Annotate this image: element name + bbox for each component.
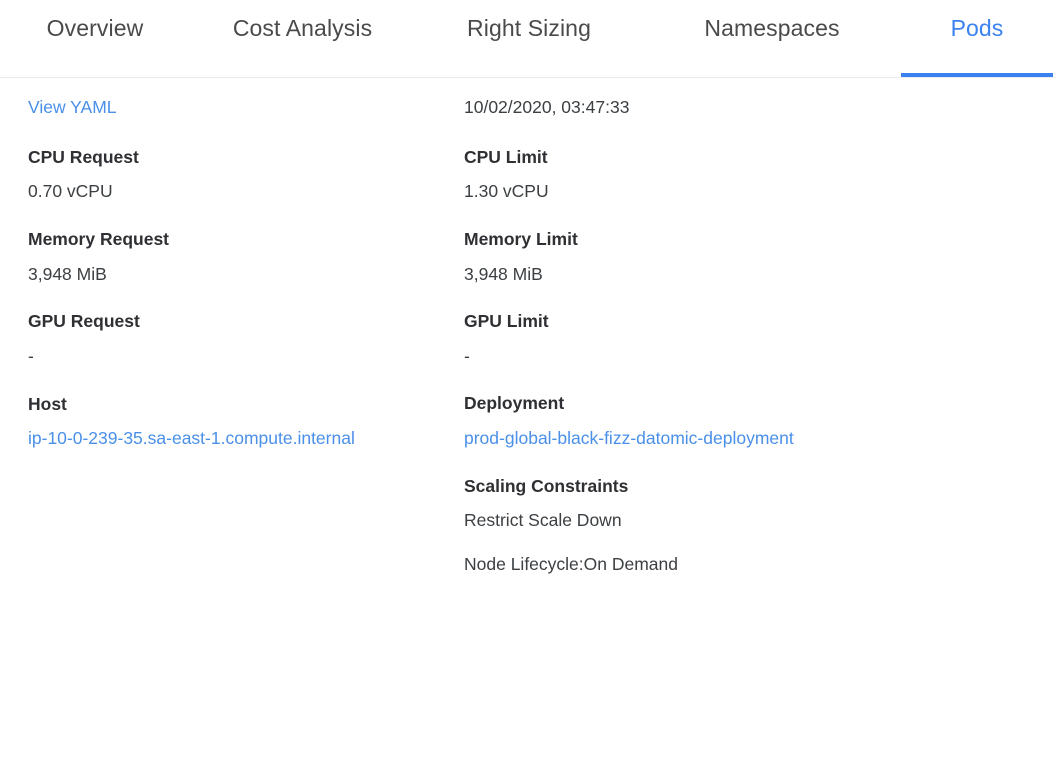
field-cpu-limit-label: CPU Limit	[464, 146, 548, 167]
field-host-label: Host	[28, 393, 67, 414]
field-gpu-request-label: GPU Request	[28, 311, 140, 332]
field-memory-limit-label: Memory Limit	[464, 228, 578, 249]
tab-cost-analysis-label: Cost Analysis	[232, 15, 373, 41]
pod-timestamp: 10/02/2020, 03:47:33	[464, 97, 630, 117]
tab-right-sizing[interactable]: Right Sizing	[415, 0, 643, 77]
field-gpu-limit-label: GPU Limit	[464, 311, 549, 332]
scaling-constraint-item: Node Lifecycle:On Demand	[464, 554, 678, 575]
field-memory-limit: Memory Limit 3,948 MiB	[464, 228, 1040, 286]
field-memory-request: Memory Request 3,948 MiB	[28, 228, 448, 286]
field-cpu-request: CPU Request 0.70 vCPU	[28, 146, 448, 204]
tab-namespaces-label: Namespaces	[704, 15, 840, 41]
field-host-value-wrap: ip-10-0-239-35.sa-east-1.compute.interna…	[28, 427, 376, 451]
tab-list: Overview Cost Analysis Right Sizing Name…	[0, 0, 1056, 77]
field-deployment: Deployment prod-global-black-fizz-datomi…	[464, 392, 1040, 450]
tab-namespaces[interactable]: Namespaces	[643, 0, 901, 77]
field-cpu-request-label: CPU Request	[28, 146, 139, 167]
field-scaling-constraints: Scaling Constraints Restrict Scale Down …	[464, 475, 1040, 577]
tab-pods-label: Pods	[950, 15, 1004, 41]
field-gpu-request: GPU Request -	[28, 310, 448, 368]
field-gpu-limit: GPU Limit -	[464, 310, 1040, 368]
field-cpu-limit: CPU Limit 1.30 vCPU	[464, 146, 1040, 204]
tab-overview[interactable]: Overview	[0, 0, 190, 77]
tab-bar: Overview Cost Analysis Right Sizing Name…	[0, 0, 1056, 78]
tab-overview-label: Overview	[46, 15, 144, 41]
details-columns: View YAML CPU Request 0.70 vCPU Memory R…	[0, 78, 1056, 577]
field-deployment-label: Deployment	[464, 393, 565, 414]
field-memory-request-label: Memory Request	[28, 229, 170, 250]
details-left-column: View YAML CPU Request 0.70 vCPU Memory R…	[0, 78, 464, 451]
timestamp-row: 10/02/2020, 03:47:33	[464, 96, 1040, 120]
scaling-constraint-item: Restrict Scale Down	[464, 510, 622, 531]
scaling-constraints-label: Scaling Constraints	[464, 475, 629, 496]
tab-right-sizing-label: Right Sizing	[467, 15, 591, 41]
tab-cost-analysis[interactable]: Cost Analysis	[190, 0, 415, 77]
details-right-column: 10/02/2020, 03:47:33 CPU Limit 1.30 vCPU…	[464, 78, 1056, 577]
view-yaml-link[interactable]: View YAML	[28, 97, 117, 117]
deployment-link[interactable]: prod-global-black-fizz-datomic-deploymen…	[464, 428, 794, 448]
view-yaml-row: View YAML	[28, 96, 448, 120]
scaling-constraints-list: Restrict Scale Down Node Lifecycle:On De…	[464, 509, 1040, 576]
field-gpu-limit-value: -	[464, 345, 470, 366]
field-cpu-limit-value: 1.30 vCPU	[464, 181, 549, 202]
field-deployment-value-wrap: prod-global-black-fizz-datomic-deploymen…	[464, 427, 842, 451]
field-memory-request-value: 3,948 MiB	[28, 263, 107, 284]
field-host: Host ip-10-0-239-35.sa-east-1.compute.in…	[28, 393, 448, 451]
tab-pods[interactable]: Pods	[901, 0, 1053, 77]
host-link[interactable]: ip-10-0-239-35.sa-east-1.compute.interna…	[28, 428, 355, 449]
pod-details-panel: View YAML CPU Request 0.70 vCPU Memory R…	[0, 78, 1056, 577]
field-cpu-request-value: 0.70 vCPU	[28, 181, 113, 202]
field-gpu-request-value: -	[28, 345, 34, 366]
field-memory-limit-value: 3,948 MiB	[464, 263, 543, 284]
